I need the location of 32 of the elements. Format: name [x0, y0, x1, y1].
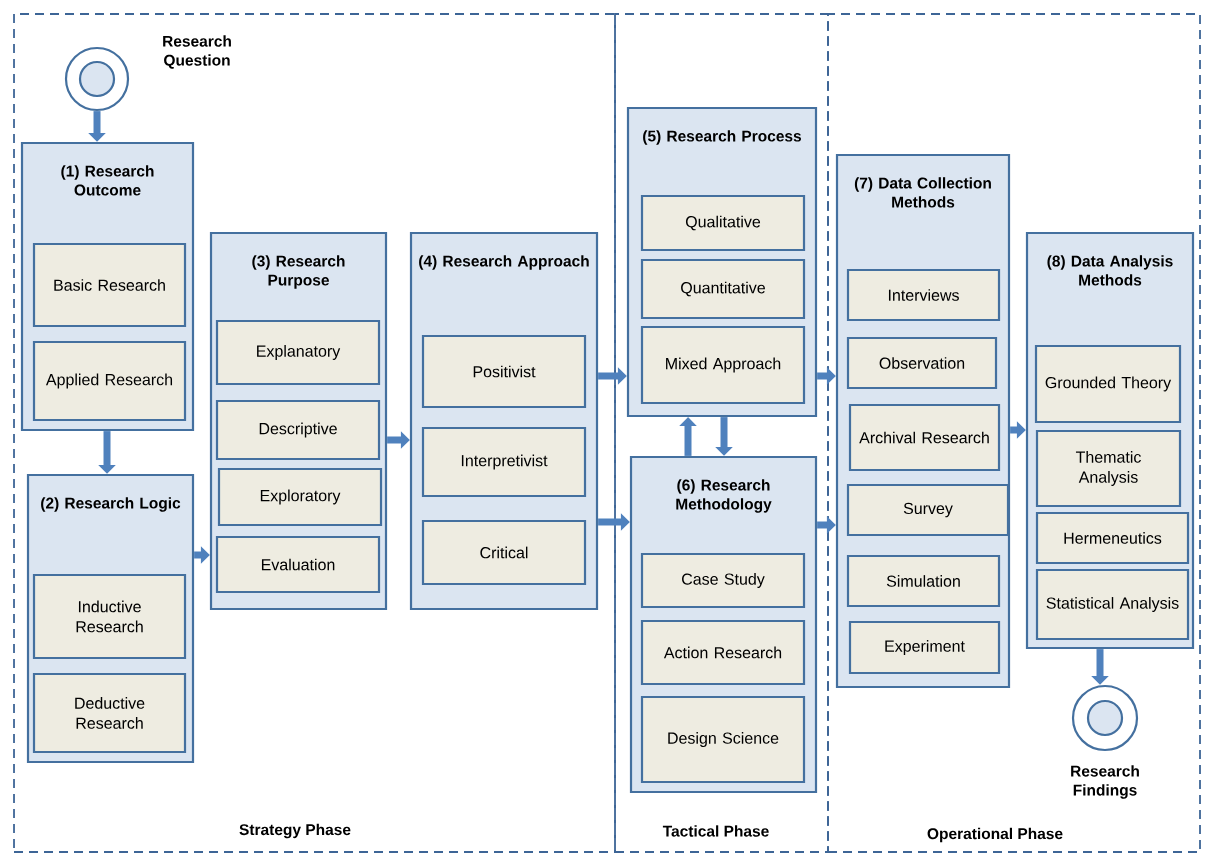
- option-box: Deductive Research: [32, 672, 187, 754]
- option-box: Critical: [421, 519, 587, 586]
- option-box: Thematic Analysis: [1035, 429, 1182, 508]
- option-box: Qualitative: [640, 194, 806, 252]
- option-box: Exploratory: [217, 467, 383, 527]
- option-box: Descriptive: [215, 399, 381, 461]
- option-box: Explanatory: [215, 319, 381, 386]
- option-box: Grounded Theory: [1034, 344, 1182, 424]
- option-box: Applied Research: [32, 340, 187, 422]
- option-box: Statistical Analysis: [1035, 568, 1190, 641]
- option-box: Survey: [846, 483, 1010, 537]
- option-box: Evaluation: [215, 535, 381, 594]
- phase-label: Strategy Phase: [239, 823, 351, 839]
- option-box: Experiment: [848, 620, 1001, 675]
- option-box: Simulation: [846, 554, 1001, 608]
- option-box: Basic Research: [32, 242, 187, 328]
- phase-label: Operational Phase: [927, 827, 1063, 843]
- option-box: Interviews: [846, 268, 1001, 322]
- option-box: Case Study: [640, 552, 806, 609]
- circle-label: Research Findings: [1071, 765, 1139, 799]
- option-box: Action Research: [640, 619, 806, 686]
- option-box: Hermeneutics: [1035, 511, 1190, 565]
- circle-label: Research Question: [163, 35, 231, 69]
- option-box: Interpretivist: [421, 426, 587, 498]
- option-box: Mixed Approach: [640, 325, 806, 405]
- option-box: Quantitative: [640, 258, 806, 320]
- phase-label: Tactical Phase: [662, 825, 769, 837]
- option-box: Observation: [846, 336, 998, 390]
- option-box: Inductive Research: [32, 573, 187, 660]
- option-box: Design Science: [640, 695, 806, 784]
- option-box: Positivist: [421, 334, 587, 409]
- option-box: Archival Research: [848, 403, 1001, 472]
